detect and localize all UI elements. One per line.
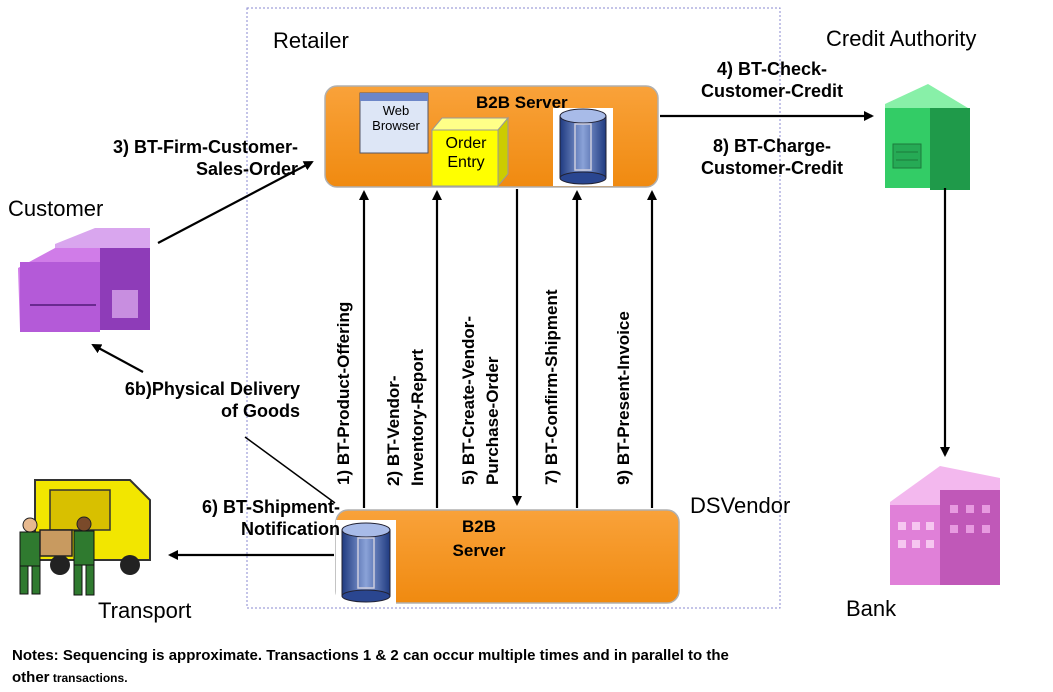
b2b-server-bottom-label: B2B Server — [434, 515, 524, 563]
transaction-5-line1: 5) BT-Create-Vendor- — [459, 315, 478, 485]
transaction-6-line1: 6) BT-Shipment- — [202, 497, 340, 517]
transaction-4-label: 4) BT-Check- Customer-Credit — [672, 58, 872, 102]
transaction-6-label: 6) BT-Shipment- Notification — [150, 496, 340, 540]
credit-authority-building-icon — [885, 84, 970, 190]
b2b-server-bottom-line1: B2B — [461, 517, 496, 536]
transaction-9-label: 9) BT-Present-Invoice — [614, 311, 633, 485]
bank-building-icon — [890, 466, 1000, 585]
transaction-6b-line2: of Goods — [221, 401, 300, 421]
transaction-2-line2: Inventory-Report — [408, 349, 427, 486]
order-entry-label-line1: Order — [445, 135, 487, 152]
transaction-6b-line1: 6b)Physical Delivery — [124, 379, 300, 399]
customer-label: Customer — [8, 196, 104, 221]
notes-line2-b: transactions. — [49, 671, 128, 685]
order-entry-label-line2: Entry — [447, 154, 485, 171]
notes-line1: Notes: Sequencing is approximate. Transa… — [12, 647, 729, 664]
retailer-boundary — [246, 7, 781, 609]
transaction-4-line1: 4) BT-Check- — [716, 59, 828, 79]
transport-truck-icon — [19, 479, 151, 596]
transaction-3-label: 3) BT-Firm-Customer- Sales-Order — [30, 136, 298, 180]
web-browser-icon — [359, 92, 429, 154]
arrow-physical-delivery — [91, 344, 144, 373]
transaction-4-line2: Customer-Credit — [700, 81, 843, 101]
transaction-6b-label: 6b)Physical Delivery of Goods — [60, 378, 300, 422]
transaction-8-label: 8) BT-Charge- Customer-Credit — [672, 135, 872, 179]
transaction-8-line1: 8) BT-Charge- — [712, 136, 831, 156]
dsvendor-label: DSVendor — [690, 493, 791, 518]
transaction-5-line2: Purchase-Order — [483, 356, 502, 486]
transport-label: Transport — [98, 598, 192, 623]
transaction-7-label: 7) BT-Confirm-Shipment — [542, 289, 561, 486]
bank-label: Bank — [846, 596, 897, 621]
transaction-2-line1: 2) BT-Vendor- — [384, 375, 403, 486]
b2b-server-top-label: B2B Server — [476, 93, 568, 112]
database-top-icon — [553, 108, 613, 186]
web-browser-label-line1: Web — [382, 103, 410, 118]
notes-line2-a: other — [12, 669, 50, 686]
transaction-1-label: 1) BT-Product-Offering — [334, 301, 353, 485]
web-browser-label-line2: Browser — [372, 118, 420, 133]
database-bottom-icon — [336, 520, 396, 605]
transaction-3-line2: Sales-Order — [195, 159, 298, 179]
arrow-firm-sales-order — [157, 161, 314, 244]
retailer-label: Retailer — [273, 28, 349, 53]
notes-line2: other transactions. — [12, 667, 1042, 689]
b2b-server-bottom-line2: Server — [452, 541, 506, 560]
line-delivery-connector — [244, 436, 336, 504]
transaction-8-line2: Customer-Credit — [700, 158, 843, 178]
web-browser-label: Web Browser — [364, 103, 428, 133]
credit-authority-label: Credit Authority — [826, 26, 977, 51]
transaction-6-line2: Notification — [241, 519, 340, 539]
order-entry-label: Order Entry — [434, 134, 498, 172]
customer-building-icon — [18, 228, 150, 332]
order-entry-icon — [430, 116, 510, 188]
notes-text: Notes: Sequencing is approximate. Transa… — [12, 645, 1042, 689]
transaction-3-line1: 3) BT-Firm-Customer- — [112, 137, 298, 157]
